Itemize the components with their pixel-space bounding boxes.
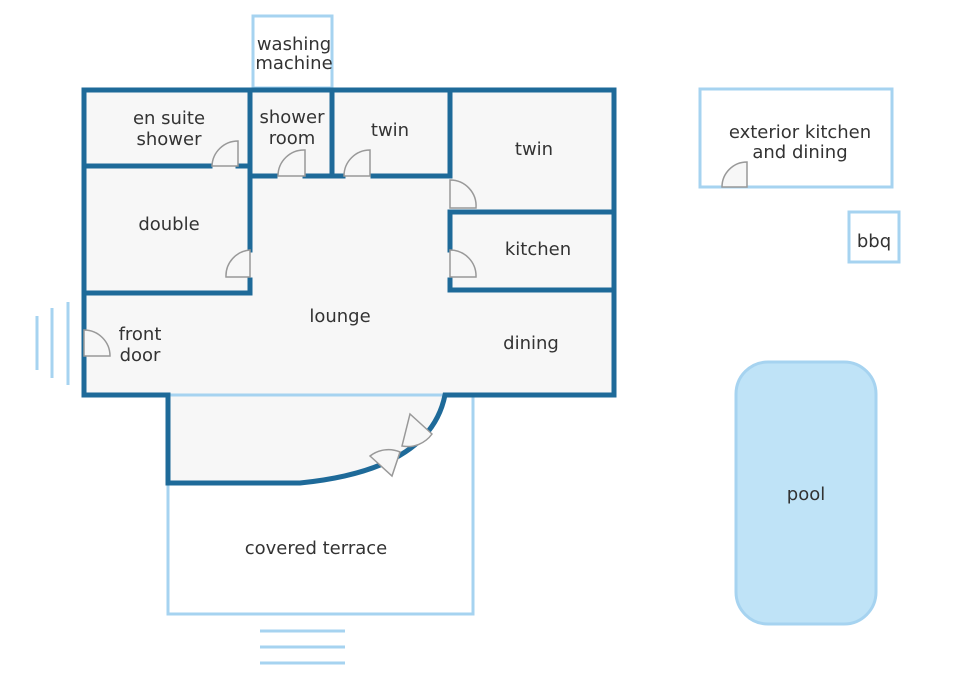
door-twin-2 [449,179,477,209]
door-terrace-left [368,448,401,478]
front-steps [35,302,70,385]
bbq-box [847,210,901,264]
pool-shape [734,360,878,626]
terrace-steps [260,629,345,665]
exterior-kitchen-box [698,87,894,189]
label-dining: dining [503,333,559,354]
door-kitchen [449,249,477,278]
door-twin [343,149,371,177]
label-kitchen: kitchen [505,239,571,260]
door-double [225,249,251,278]
door-front [83,329,111,357]
doors [83,140,477,478]
door-en-suite [211,140,239,167]
door-shower-room [277,149,306,177]
label-lounge: lounge [309,306,370,327]
label-twin-2: twin [515,139,553,160]
door-terrace-right [401,412,433,448]
label-double: double [138,214,199,235]
door-exterior-kitchen [721,161,748,188]
terrace-outline [166,393,475,616]
house-floor [84,90,614,483]
label-pool: pool [787,484,825,505]
label-twin: twin [371,120,409,141]
label-bbq: bbq [857,231,891,252]
label-covered-terrace: covered terrace [245,538,387,559]
